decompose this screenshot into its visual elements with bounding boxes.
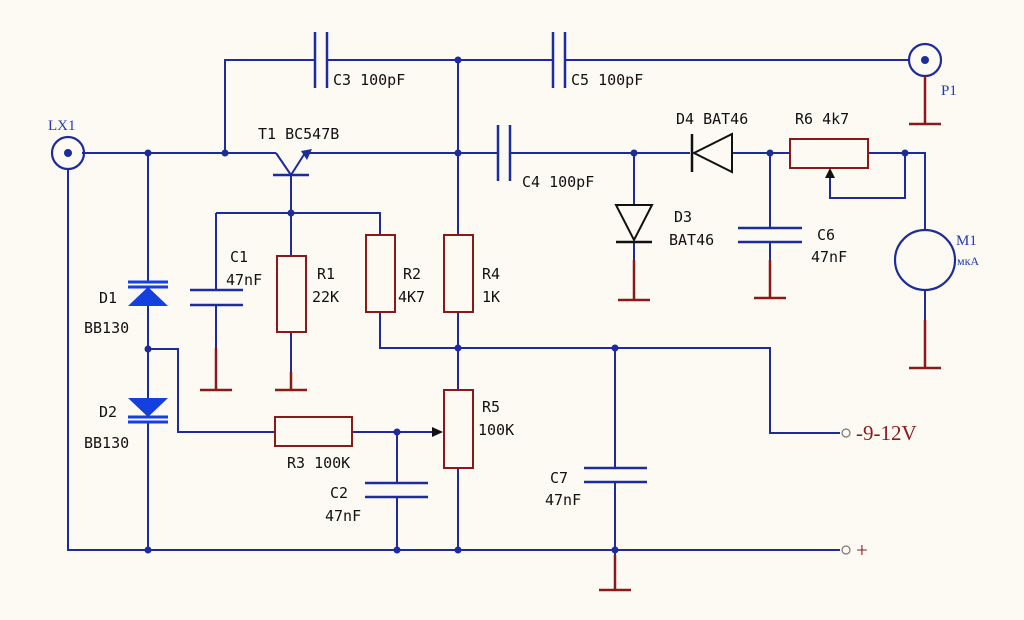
m1-unit: мкА (957, 254, 979, 268)
potentiometer-r5: R5 100K (432, 389, 514, 469)
c2-value: 47nF (325, 507, 361, 525)
varicap-triangle-icon (128, 398, 168, 417)
r2-value: 4K7 (398, 288, 425, 306)
r6-label: R6 4k7 (795, 110, 849, 128)
varicap-d1: D1 BB130 (84, 280, 168, 337)
diode-d4: D4 BAT46 (676, 110, 748, 174)
potentiometer-r6: R6 4k7 (789, 110, 869, 178)
d4-label: D4 BAT46 (676, 110, 748, 128)
junction-dot (454, 149, 462, 157)
emitter-arrow-icon (301, 149, 312, 160)
r4-value: 1K (482, 288, 500, 306)
transistor-t1: T1 BC547B (258, 125, 339, 177)
d3-value: BAT46 (669, 231, 714, 249)
varicap-triangle-icon (128, 287, 168, 306)
junction-dot (611, 546, 619, 554)
wiper-arrow-icon (825, 168, 835, 178)
junction-dot (393, 546, 401, 554)
ground-icon (909, 320, 941, 370)
d3-name: D3 (674, 208, 692, 226)
diode-d3: D3 BAT46 (614, 204, 714, 249)
lx1-connector: LX1 (48, 118, 86, 171)
c3-label: C3 100pF (333, 71, 405, 89)
resistor-r3: R3 100K (274, 416, 353, 472)
c6-name: C6 (817, 226, 835, 244)
c1-value: 47nF (226, 271, 262, 289)
r3-label: R3 100K (287, 454, 350, 472)
junction-dot (221, 149, 229, 157)
capacitor-c4: C4 100pF (496, 125, 594, 191)
r4-name: R4 (482, 265, 500, 283)
junction-dot (630, 149, 638, 157)
r1-value: 22K (312, 288, 339, 306)
junction-dot (766, 149, 774, 157)
d2-name: D2 (99, 403, 117, 421)
supply-positive-label: + (856, 538, 868, 562)
varicap-d2: D2 BB130 (84, 398, 168, 452)
c1-name: C1 (230, 248, 248, 266)
r5-value: 100K (478, 421, 514, 439)
microammeter-m1: M1 мкА (893, 228, 979, 292)
resistor-r2: R2 4K7 (365, 234, 425, 313)
supply-negative-terminal[interactable]: -9-12V (841, 421, 917, 445)
ground-icon (275, 372, 307, 392)
resistor-r1: R1 22K (276, 255, 339, 333)
ground-icon (754, 260, 786, 300)
m1-name: M1 (956, 233, 977, 249)
r5-name: R5 (482, 398, 500, 416)
lx1-label: LX1 (48, 118, 76, 134)
resistor-r4: R4 1K (443, 234, 500, 313)
supply-negative-label: -9-12V (856, 421, 917, 445)
wiper-arrow-icon (432, 427, 443, 437)
capacitor-c3: C3 100pF (313, 32, 405, 89)
junction-dot (454, 56, 462, 64)
junction-dot (287, 209, 295, 217)
c5-label: C5 100pF (571, 71, 643, 89)
c6-value: 47nF (811, 248, 847, 266)
diode-triangle-icon (691, 132, 733, 174)
p1-connector: P1 (907, 42, 957, 126)
junction-dot (393, 428, 401, 436)
ground-icon (200, 348, 232, 392)
r1-name: R1 (317, 265, 335, 283)
ground-icon (599, 555, 631, 592)
r2-name: R2 (403, 265, 421, 283)
junction-dot (144, 149, 152, 157)
c7-name: C7 (550, 469, 568, 487)
c4-label: C4 100pF (522, 173, 594, 191)
junction-dot (454, 344, 462, 352)
junction-dot (144, 546, 152, 554)
d2-value: BB130 (84, 434, 129, 452)
wires (67, 59, 926, 577)
capacitor-c1: C1 47nF (190, 248, 262, 307)
capacitor-c6: C6 47nF (738, 226, 847, 266)
ground-symbols (200, 260, 941, 592)
p1-label: P1 (941, 83, 957, 99)
c2-name: C2 (330, 484, 348, 502)
c7-value: 47nF (545, 491, 581, 509)
ground-icon (618, 260, 650, 302)
d1-name: D1 (99, 289, 117, 307)
capacitor-c2: C2 47nF (325, 481, 428, 525)
junction-dot (454, 546, 462, 554)
t1-label: T1 BC547B (258, 125, 339, 143)
diode-triangle-icon (614, 204, 654, 243)
capacitor-c7: C7 47nF (545, 466, 647, 509)
capacitor-c5: C5 100pF (551, 32, 643, 89)
supply-positive-terminal[interactable]: + (841, 538, 868, 562)
junction-dot (144, 345, 152, 353)
junction-dot (611, 344, 619, 352)
junctions (144, 56, 909, 554)
d1-value: BB130 (84, 319, 129, 337)
junction-dot (901, 149, 909, 157)
